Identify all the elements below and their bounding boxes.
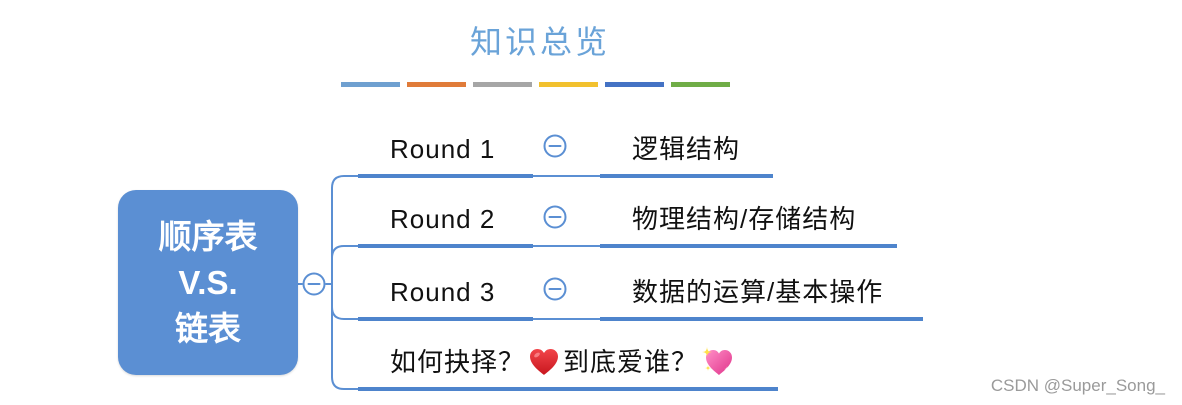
topic-round-3[interactable]: Round 3	[358, 273, 533, 321]
color-bar-1	[341, 82, 400, 87]
subtopic-round-1[interactable]: 逻辑结构	[600, 130, 773, 178]
topic-label: Round 1	[390, 134, 496, 164]
subtopic-underline	[600, 317, 923, 321]
question-part-1: 如何抉择？	[390, 347, 526, 377]
color-bar-6	[671, 82, 730, 87]
subtopic-label: 数据的运算/基本操作	[632, 277, 884, 307]
central-topic-line-2: V.S.	[178, 263, 238, 301]
question-part-2: 到底爱谁？	[563, 347, 699, 377]
topic-label: Round 3	[390, 277, 496, 307]
color-bar-4	[539, 82, 598, 87]
sparkling-heart-icon	[702, 347, 733, 375]
color-bar-3	[473, 82, 532, 87]
topic-round-1[interactable]: Round 1	[358, 130, 533, 178]
central-topic[interactable]: 顺序表 V.S. 链表	[118, 190, 298, 375]
topic-underline	[358, 387, 778, 391]
connector-branch-4	[331, 376, 359, 390]
topic-label: Round 2	[390, 204, 496, 234]
topic-underline	[358, 174, 533, 178]
central-topic-line-1: 顺序表	[158, 217, 258, 255]
question-row: 如何抉择？ 到底爱谁？	[390, 345, 735, 379]
color-palette-bars	[341, 82, 730, 87]
minus-circle-icon[interactable]	[543, 134, 567, 158]
connector-branch-3	[331, 306, 359, 320]
minus-circle-icon[interactable]	[302, 272, 326, 296]
central-topic-line-3: 链表	[175, 309, 241, 347]
red-heart-icon	[530, 349, 559, 375]
subtopic-label: 逻辑结构	[632, 134, 741, 164]
minus-circle-icon[interactable]	[543, 205, 567, 229]
topic-round-2[interactable]: Round 2	[358, 200, 533, 248]
collapse-toggle-round-2[interactable]	[543, 205, 567, 229]
subtopic-round-3[interactable]: 数据的运算/基本操作	[600, 273, 923, 321]
collapse-toggle-round-1[interactable]	[543, 134, 567, 158]
topic-question[interactable]: 如何抉择？ 到底爱谁？	[358, 343, 778, 391]
subtopic-round-2[interactable]: 物理结构/存储结构	[600, 200, 897, 248]
color-bar-2	[407, 82, 466, 87]
slide-title: 知识总览	[469, 24, 610, 60]
connector-branch-2	[331, 245, 359, 259]
color-bar-5	[605, 82, 664, 87]
topic-underline	[358, 317, 533, 321]
collapse-toggle-round-3[interactable]	[543, 277, 567, 301]
topic-underline	[358, 244, 533, 248]
minus-circle-icon[interactable]	[543, 277, 567, 301]
watermark: CSDN @Super_Song_	[990, 376, 1165, 395]
subtopic-label: 物理结构/存储结构	[632, 204, 857, 234]
subtopic-underline	[600, 174, 773, 178]
connector-branch-1	[331, 175, 359, 189]
collapse-toggle-central[interactable]	[302, 272, 326, 296]
subtopic-underline	[600, 244, 897, 248]
